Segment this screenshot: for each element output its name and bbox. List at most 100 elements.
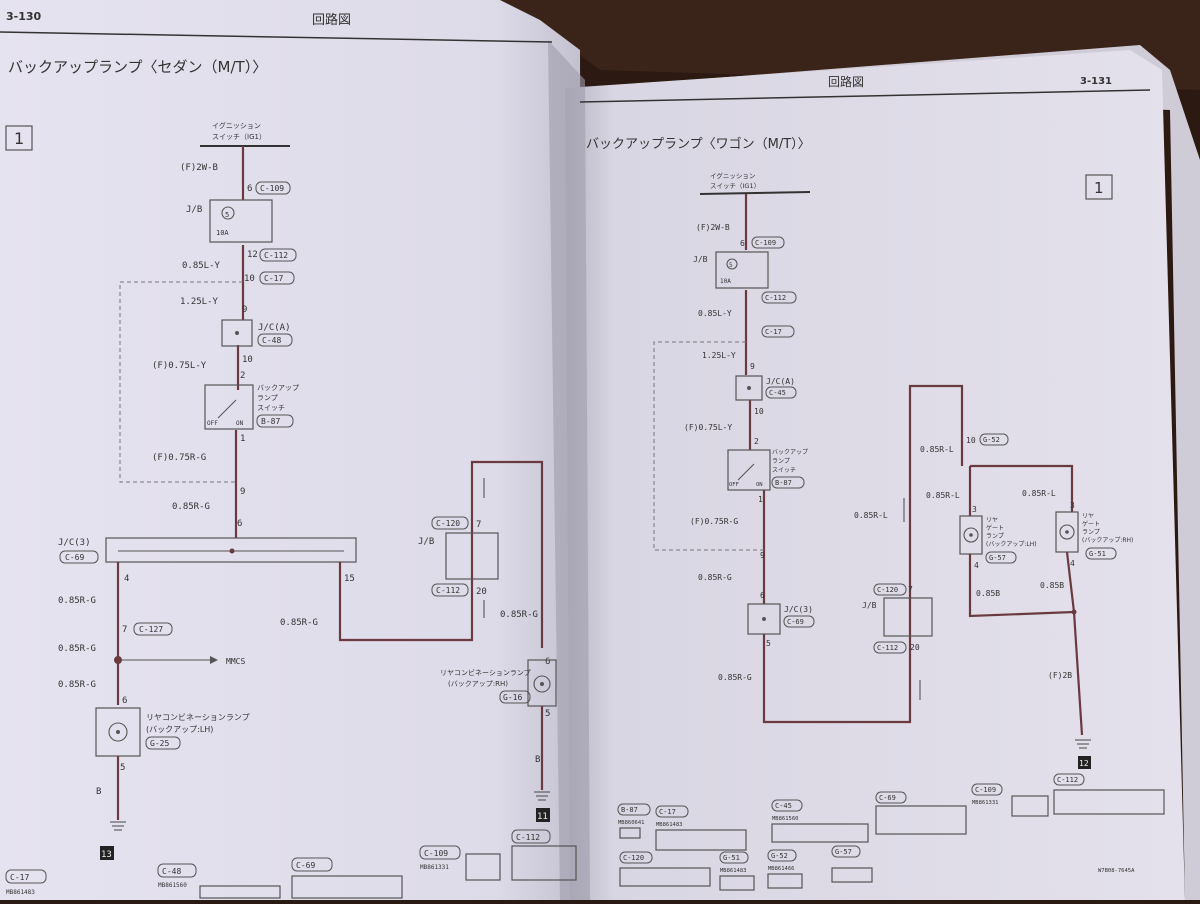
ground-icon [1075, 739, 1091, 749]
legend-ref: C-17 [659, 808, 676, 816]
backup-lamp-switch [204, 384, 254, 430]
connector-ref: C-112 [877, 644, 898, 652]
legend-part: MB861483 [656, 822, 683, 828]
wire-label: 0.85L-Y [698, 309, 732, 318]
switch-on-label: ON [236, 420, 244, 427]
ground-marker [1078, 756, 1091, 769]
switch-label-2: ランプ [772, 458, 790, 465]
connector-ref: C-112 [436, 586, 460, 595]
pin-label: 2 [754, 437, 759, 446]
junction-dot [747, 386, 751, 390]
legend-ref: G-52 [771, 852, 788, 860]
legend-ref: C-112 [1057, 776, 1078, 784]
lamp-lh-label-4: (バックアップ:LH) [986, 541, 1037, 548]
wire-label: 0.85L-Y [182, 261, 221, 271]
ignition-bus [699, 191, 811, 195]
connector-ref: C-112 [264, 251, 288, 260]
lamp-filament-icon [116, 730, 120, 734]
wire-label: 0.85R-L [920, 445, 954, 454]
connector-badge [771, 476, 805, 489]
legend-ref: C-45 [775, 802, 792, 810]
joint-connector-a [221, 319, 253, 347]
jb2-label: J/B [418, 537, 434, 547]
header-rule [579, 89, 1151, 103]
pin-label: 9 [240, 487, 245, 497]
lamp-bulb-icon [963, 527, 979, 543]
section-marker: 1 [14, 129, 24, 148]
lamp-filament-icon [540, 682, 544, 686]
joint-connector-3 [105, 537, 357, 563]
legend-ref: C-112 [516, 833, 540, 842]
pin-label: 6 [760, 591, 765, 600]
splice-icon [114, 656, 122, 664]
junction-dot [235, 331, 239, 335]
legend-ref: C-109 [424, 849, 448, 858]
ignition-label-1: イグニッション [212, 121, 261, 130]
wire-label: 0.85R-G [58, 596, 96, 606]
connector-ref: C-109 [755, 239, 776, 247]
lamp-lh-label-1: リヤコンビネーションランプ [146, 713, 250, 722]
legend-ref: C-17 [10, 873, 29, 882]
pin-label: 4 [124, 574, 129, 584]
wire-segment [762, 384, 964, 724]
connector-badge [59, 550, 99, 564]
switch-off-label: OFF [729, 482, 739, 488]
wire-label: 1.25L-Y [180, 297, 219, 307]
switch-contact-icon [737, 463, 755, 481]
pin-label: 10 [966, 436, 976, 445]
fuse-amperage: 10A [216, 229, 229, 237]
connector-ref: G-51 [1089, 550, 1106, 558]
switch-label-3: スイッチ [257, 404, 285, 412]
pin-label: 6 [740, 239, 745, 248]
pin-label: 3 [1070, 501, 1075, 510]
pin-label: 9 [242, 305, 247, 315]
legend-part: MB861331 [420, 864, 449, 871]
switch-label-1: バックアップ [772, 449, 808, 456]
jb-label: J/B [693, 255, 708, 264]
left-page-title: バックアップランプ〈セダン（M/T）〉 [8, 58, 267, 76]
legend-ref: C-69 [879, 794, 896, 802]
right-page-content: 回路図 3-131 バックアップランプ〈ワゴン（M/T）〉 1 イグニッション … [579, 74, 1165, 891]
fuse-number: 5 [225, 211, 229, 219]
section-marker: 1 [1094, 179, 1104, 197]
connector-ref: C-45 [769, 389, 786, 397]
wire-label: 0.85R-G [58, 644, 96, 654]
legend-part: MB861560 [772, 816, 799, 822]
connector-ref: B-87 [261, 417, 280, 426]
connector-ref: G-25 [150, 739, 169, 748]
connector-badge [259, 271, 295, 285]
header-rule [0, 31, 553, 43]
legend-ref: C-48 [162, 867, 181, 876]
optional-path [119, 281, 243, 483]
junction-block [209, 199, 273, 243]
legend-ref: C-109 [975, 786, 996, 794]
pin-label: 4 [1070, 559, 1075, 568]
wire-label: 0.85R-G [58, 680, 96, 690]
lamp-filament-icon [969, 533, 973, 537]
connector-badge [259, 248, 297, 262]
wire-label: (F)0.75R-G [690, 517, 738, 526]
pin-label: 12 [247, 250, 258, 260]
ground-number: 12 [1079, 759, 1089, 768]
wire-label: 0.85R-L [1022, 489, 1056, 498]
legend-ref: G-51 [723, 854, 740, 862]
ignition-label-2: スイッチ（IG1） [212, 133, 266, 141]
pin-label: 5 [766, 639, 771, 648]
connector-badge [255, 181, 291, 195]
wire-label: (F)0.75R-G [152, 453, 206, 463]
lamp-lh-label-2: ゲート [986, 524, 1004, 532]
connector-badge [256, 414, 294, 428]
right-page-header: 回路図 [828, 74, 864, 89]
wire-segment [338, 460, 544, 648]
connector-badge [145, 736, 181, 750]
connector-ref: C-120 [877, 586, 898, 594]
junction-block [715, 251, 769, 289]
switch-label-2: ランプ [257, 394, 278, 402]
pin-label: 6 [545, 657, 550, 667]
connector-badge [1085, 547, 1117, 560]
wire-label: (F)2W-B [696, 223, 730, 232]
wire-label: (F)2B [1048, 671, 1072, 680]
connector-ref: C-17 [264, 274, 283, 283]
connector-badge [979, 433, 1009, 446]
pin-label: 20 [476, 587, 487, 597]
